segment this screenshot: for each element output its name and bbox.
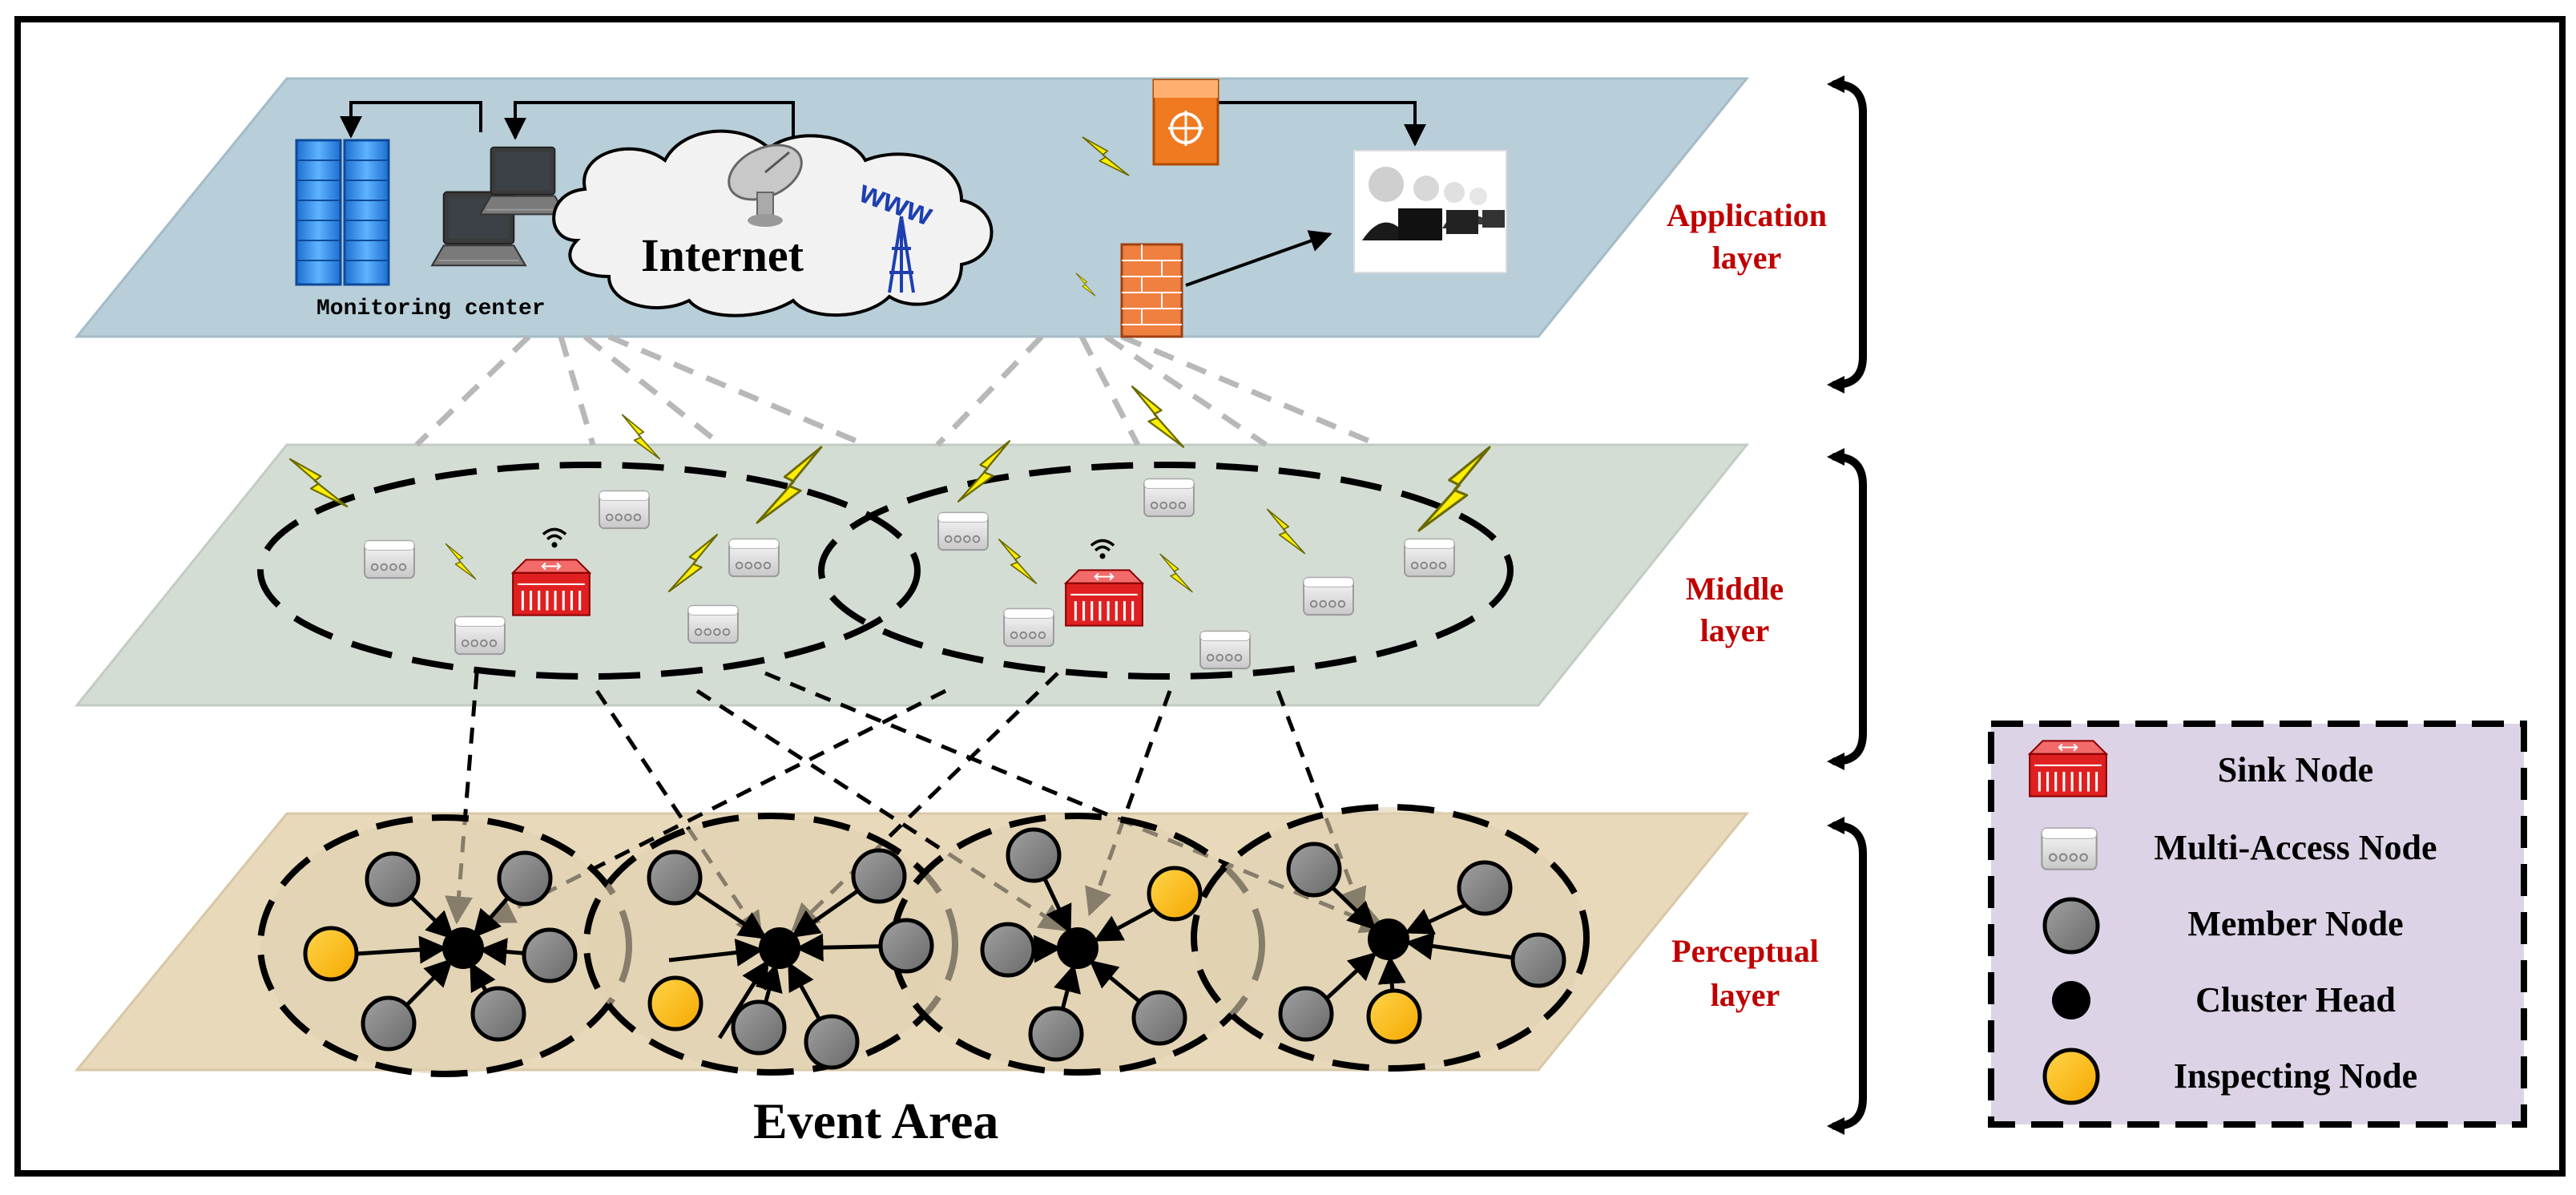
multi-access-node-icon	[728, 538, 780, 578]
inspecting-node-icon	[2042, 1048, 2100, 1105]
inspecting-node	[303, 926, 359, 982]
member-node	[1278, 986, 1334, 1042]
multi-access-node-icon	[1143, 478, 1195, 518]
perceptual-layer-label: Perceptual	[1671, 933, 1819, 969]
legend-label: Multi-Access Node	[2154, 828, 2437, 867]
monitoring-center-label: Monitoring center	[316, 297, 546, 321]
cluster-head	[442, 927, 484, 969]
multi-access-node-icon	[599, 490, 650, 530]
monitoring-center-servers: Monitoring center	[295, 139, 566, 321]
operators-image	[1353, 150, 1507, 273]
member-node	[1028, 1006, 1084, 1062]
application-layer-label: Application	[1667, 197, 1827, 233]
cluster-head	[1057, 927, 1099, 969]
middle-layer-label-2: layer	[1700, 612, 1770, 648]
inspecting-node	[1147, 866, 1203, 922]
firewall-to-operator-arrow-2	[1185, 230, 1332, 287]
member-node	[522, 927, 578, 983]
multi-access-node-icon	[1003, 608, 1054, 648]
member-node	[1131, 990, 1187, 1046]
multi-access-node-icon	[1199, 630, 1251, 670]
multi-access-node-icon	[1303, 576, 1354, 616]
legend-label: Cluster Head	[2195, 980, 2396, 1019]
sink-node-icon	[1064, 568, 1144, 628]
multi-access-node-icon	[454, 616, 506, 656]
legend-label: Sink Node	[2218, 750, 2373, 789]
layer-braces	[1831, 80, 1867, 1130]
perceptual-layer-label-2: layer	[1711, 977, 1780, 1013]
cluster-head	[759, 927, 800, 969]
inspecting-nodes	[303, 866, 1422, 1044]
member-node	[497, 850, 553, 906]
multi-access-node-icon	[364, 539, 415, 579]
member-node	[1457, 860, 1513, 916]
middle-cluster-ellipse	[257, 462, 921, 680]
internet-to-monitor-arrow	[504, 101, 795, 160]
laptop-icon	[479, 146, 566, 216]
server-rack-icon	[295, 139, 390, 286]
legend-label: Inspecting Node	[2174, 1056, 2417, 1096]
member-node	[731, 999, 787, 1056]
monitor-to-server-arrow	[340, 101, 482, 139]
middle-layer-plane	[74, 443, 1750, 707]
satellite-dish-icon	[728, 143, 803, 227]
sink-node-icon	[511, 558, 591, 617]
firewall-to-operator-arrow	[1218, 101, 1426, 147]
middle-cluster-ellipse	[818, 462, 1514, 680]
member-node	[851, 848, 907, 904]
internet-label: Internet	[641, 229, 804, 281]
legend-label: Member Node	[2187, 904, 2403, 943]
firewall-icon	[1120, 243, 1183, 338]
member-node	[878, 918, 934, 974]
member-node	[361, 995, 417, 1052]
inspecting-node	[1366, 988, 1422, 1044]
cluster-head	[1368, 918, 1409, 960]
member-nodes	[361, 827, 1566, 1070]
multi-access-node-icon	[687, 604, 739, 644]
multi-access-node-icon	[2041, 827, 2098, 870]
middle-layer-label: Middle	[1686, 571, 1784, 607]
multi-access-node-icon	[937, 511, 989, 551]
member-node	[470, 986, 526, 1042]
uplink-lines	[414, 333, 1380, 448]
cluster-head-icon	[2052, 981, 2090, 1019]
member-node	[980, 922, 1036, 978]
legend: Sink Node Multi-Access Node Member Node …	[1988, 721, 2527, 1128]
event-area-label: Event Area	[753, 1092, 998, 1149]
member-node	[804, 1014, 860, 1070]
member-node	[1286, 842, 1342, 898]
sink-node-icon	[2028, 739, 2108, 798]
cluster-heads	[442, 918, 1409, 969]
application-layer-label-2: layer	[1712, 240, 1782, 276]
member-node	[1006, 827, 1062, 883]
member-node	[365, 851, 421, 907]
inspecting-node	[647, 975, 703, 1031]
gateway-router-icon	[1152, 79, 1219, 166]
member-node-icon	[2042, 897, 2100, 955]
member-node	[647, 850, 703, 906]
multi-access-node-icon	[1404, 538, 1455, 578]
member-node	[1510, 932, 1566, 988]
